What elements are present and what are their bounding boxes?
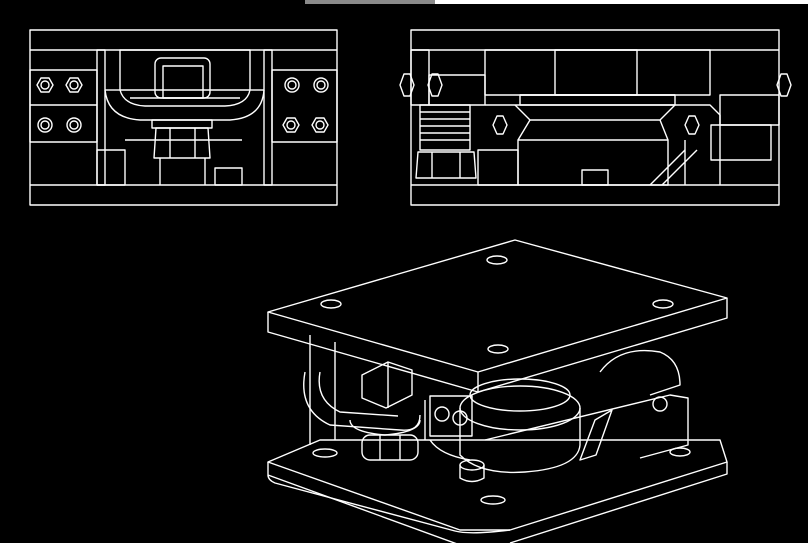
- side-bearing-cup: [514, 104, 676, 121]
- iso-u-bracket: [303, 371, 421, 431]
- mounting-hole-icon: [320, 299, 342, 309]
- iso-lower-nut: [361, 434, 419, 461]
- iso-bearing: [459, 385, 581, 431]
- hex-bolt-icon: [36, 77, 83, 133]
- hex-bolt-icon: [399, 73, 443, 97]
- hex-bolt-icon: [452, 410, 468, 426]
- side-outer-frame: [410, 29, 780, 206]
- hex-bolt-icon: [434, 406, 450, 422]
- front-lower-nut: [153, 127, 211, 159]
- side-elevation-view: [399, 29, 792, 206]
- front-u-bracket: [104, 89, 265, 121]
- iso-right-bracket: [484, 394, 689, 459]
- iso-top-nut: [361, 361, 413, 409]
- mounting-hole-icon: [652, 299, 674, 309]
- side-left-nut: [415, 151, 477, 179]
- front-elevation-view: [29, 29, 338, 206]
- hex-bolt-icon: [652, 396, 668, 412]
- hex-bolt-icon: [282, 77, 329, 133]
- mounting-hole-icon: [486, 255, 508, 265]
- hex-bolt-icon: [492, 73, 792, 135]
- side-top-block: [484, 49, 711, 96]
- mounting-hole-icon: [487, 344, 509, 354]
- isometric-assembly-view: [267, 239, 728, 543]
- side-threaded-rod: [419, 104, 471, 151]
- iso-front-block: [429, 395, 473, 437]
- top-strip: [305, 0, 808, 4]
